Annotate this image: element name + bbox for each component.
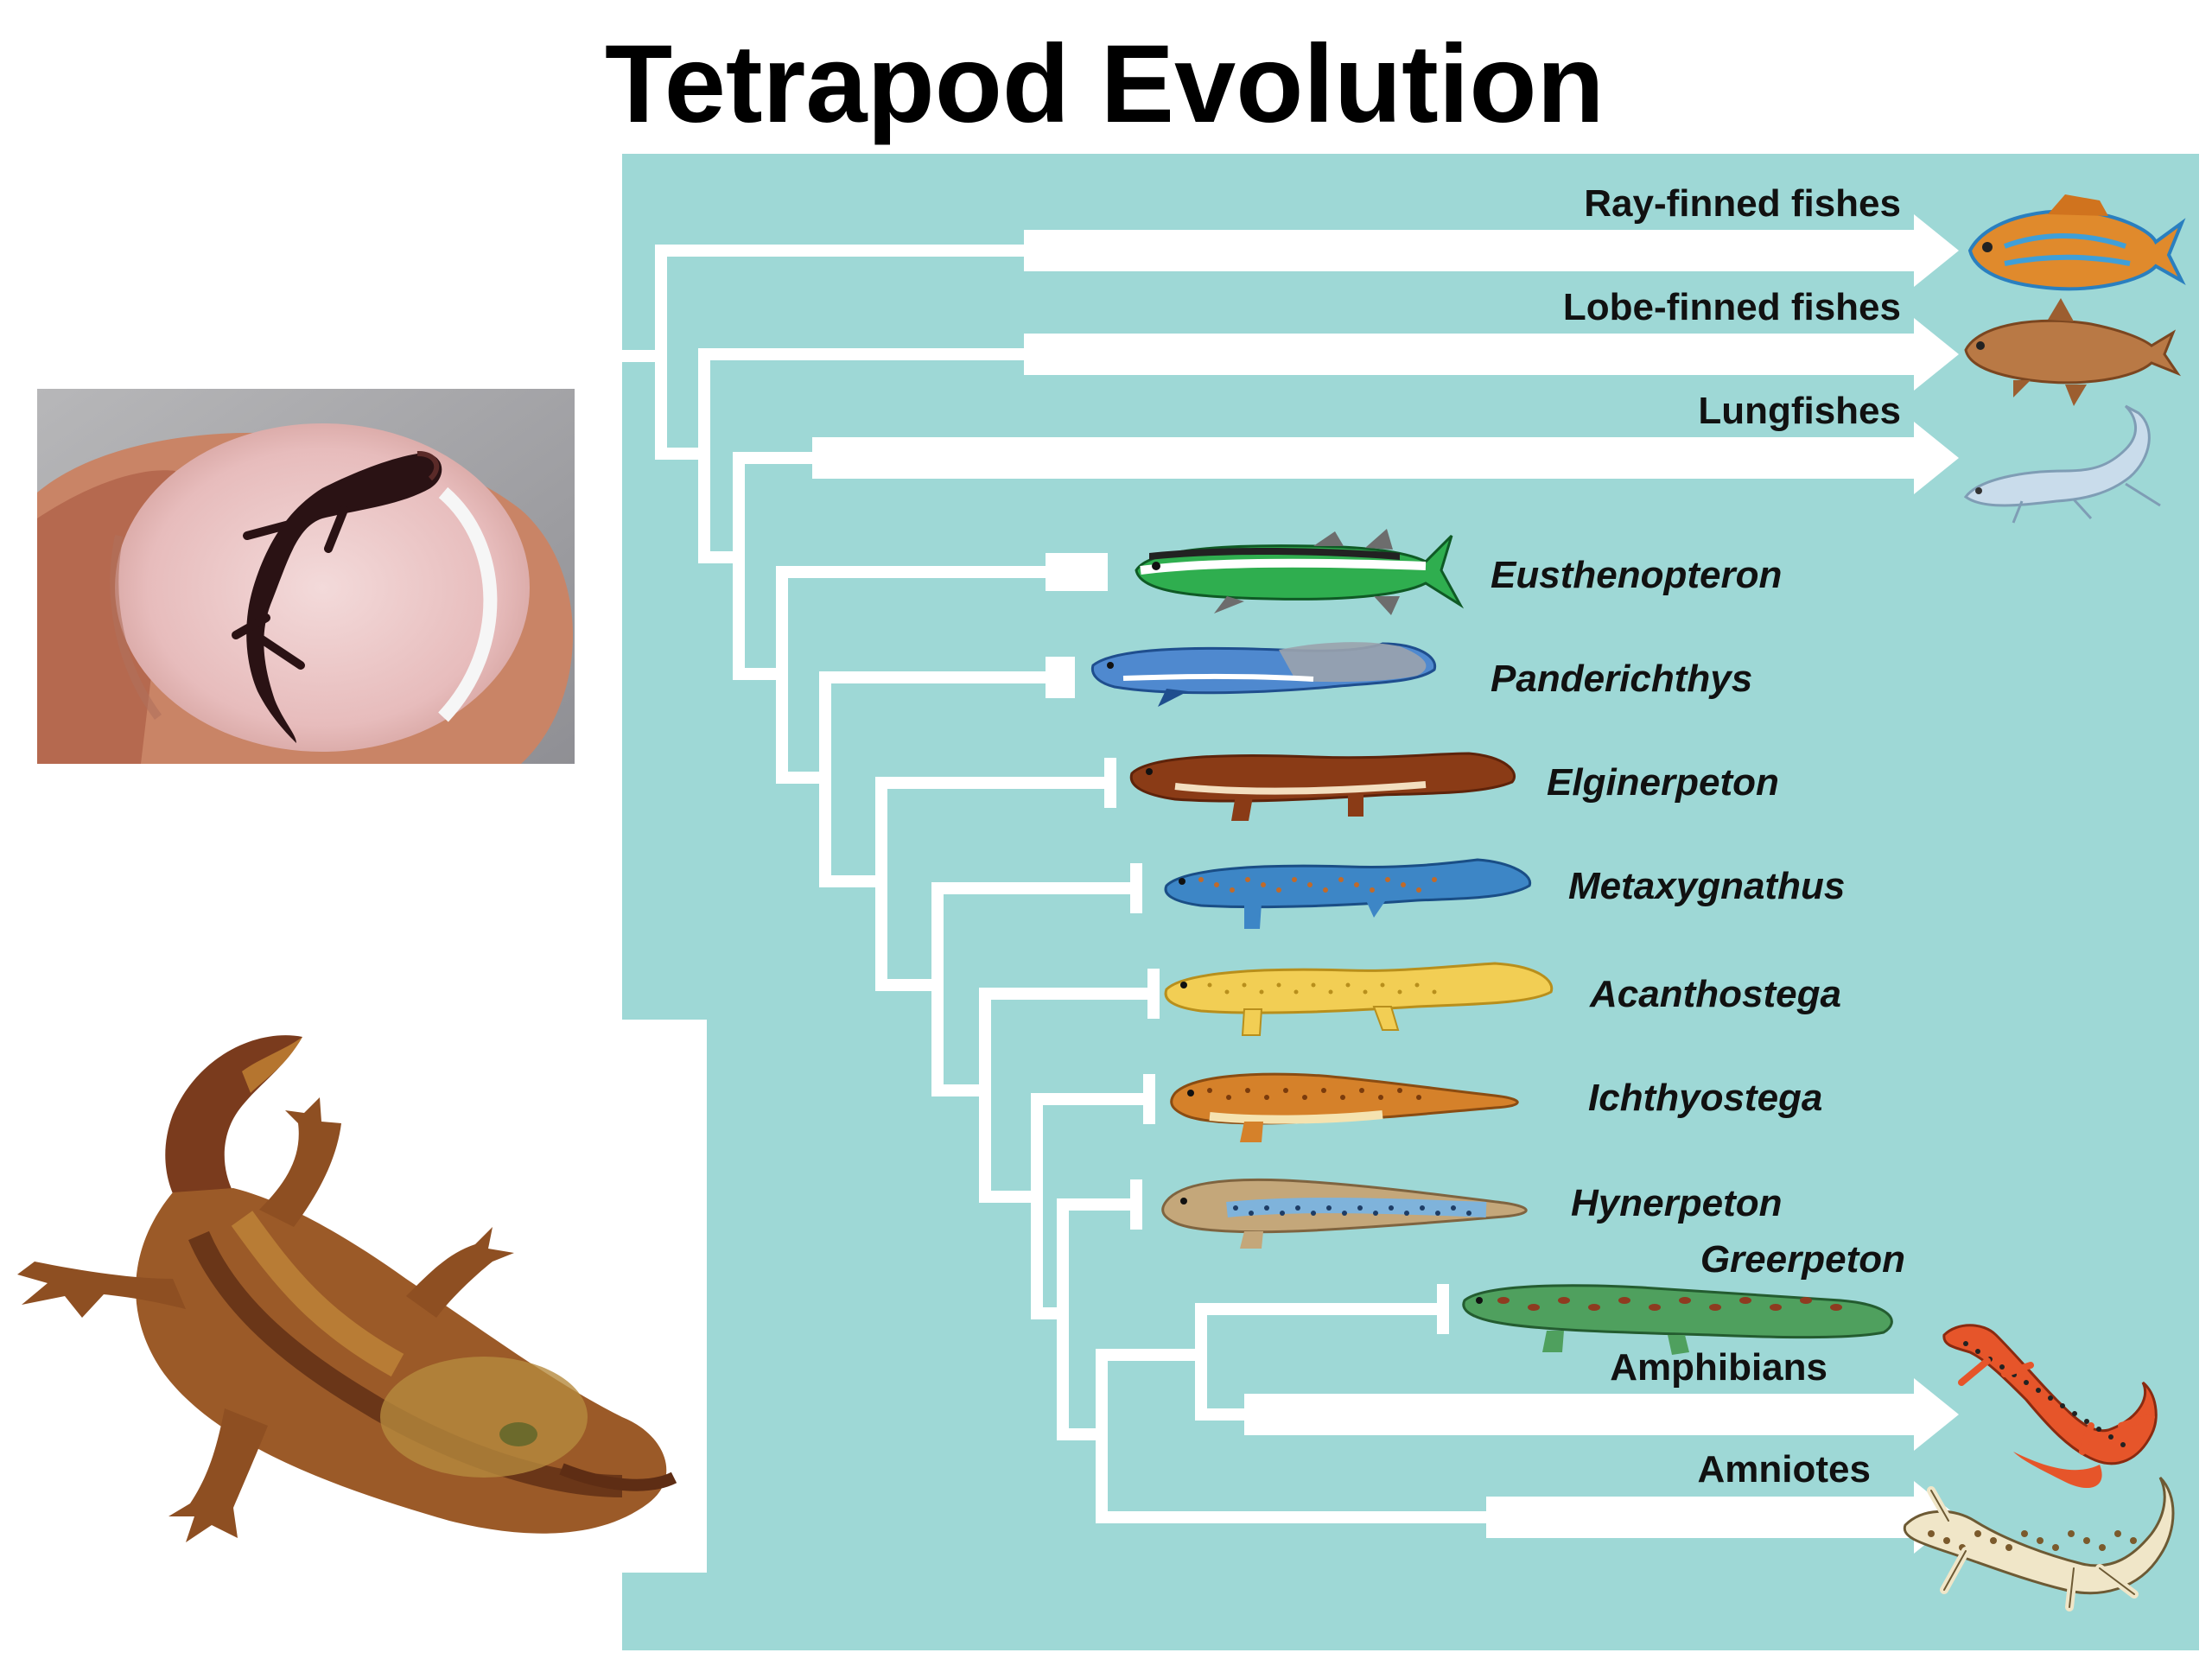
taxon-label: Panderichthys (1491, 658, 1752, 700)
amphibian-arrow-head (1914, 1378, 1959, 1451)
taxon-label: Greerpeton (1700, 1238, 1905, 1281)
acanthostega-icon (1164, 962, 1554, 1036)
lungfish-icon (1963, 404, 2161, 524)
greerpeton-icon (1462, 1284, 1893, 1355)
lobe-finned-arrow (1024, 334, 1914, 375)
lobe-finned-arrow-head (1914, 318, 1959, 391)
extinction-box (1046, 657, 1075, 698)
taxon-label: Hynerpeton (1571, 1182, 1782, 1224)
elginerpeton-icon (1129, 752, 1516, 821)
taxon-label: Acanthostega (1589, 973, 1841, 1015)
ray-finned-arrow (1024, 230, 1914, 271)
amniote-arrow (1486, 1497, 1914, 1538)
page-title: Tetrapod Evolution (605, 22, 1605, 146)
tiny-salamander-on-fingertip-photo (37, 389, 575, 764)
extinction-box (1046, 553, 1108, 591)
hynerpeton-icon (1161, 1178, 1528, 1249)
taxon-label: Lungfishes (1698, 390, 1901, 432)
hellbender-salamander-photo (0, 1020, 709, 1555)
taxon-label: Elginerpeton (1547, 761, 1779, 804)
lungfish-arrow-head (1914, 422, 1959, 494)
taxon-label: Ichthyostega (1588, 1077, 1822, 1119)
salamander-icon (1942, 1324, 2158, 1489)
panderichthys-icon (1090, 642, 1437, 707)
tree-branches (616, 214, 1959, 1554)
taxon-label: Amphibians (1610, 1346, 1827, 1389)
amphibian-arrow (1244, 1394, 1914, 1435)
metaxygnathus-icon (1164, 858, 1532, 929)
taxon-label: Ray-finned fishes (1584, 182, 1901, 225)
taxon-label: Eusthenopteron (1491, 554, 1782, 596)
taxon-label: Lobe-finned fishes (1563, 286, 1901, 328)
taxon-label: Metaxygnathus (1568, 865, 1845, 907)
lungfish-arrow (812, 437, 1914, 479)
coelacanth-icon (1964, 298, 2182, 406)
eusthenopteron-icon (1135, 529, 1465, 615)
gecko-icon (1903, 1476, 2175, 1611)
ray-finned-fish-icon (1967, 194, 2186, 291)
ray-finned-arrow-head (1914, 214, 1959, 287)
taxon-label: Amniotes (1698, 1448, 1871, 1491)
ichthyostega-icon (1170, 1072, 1519, 1142)
